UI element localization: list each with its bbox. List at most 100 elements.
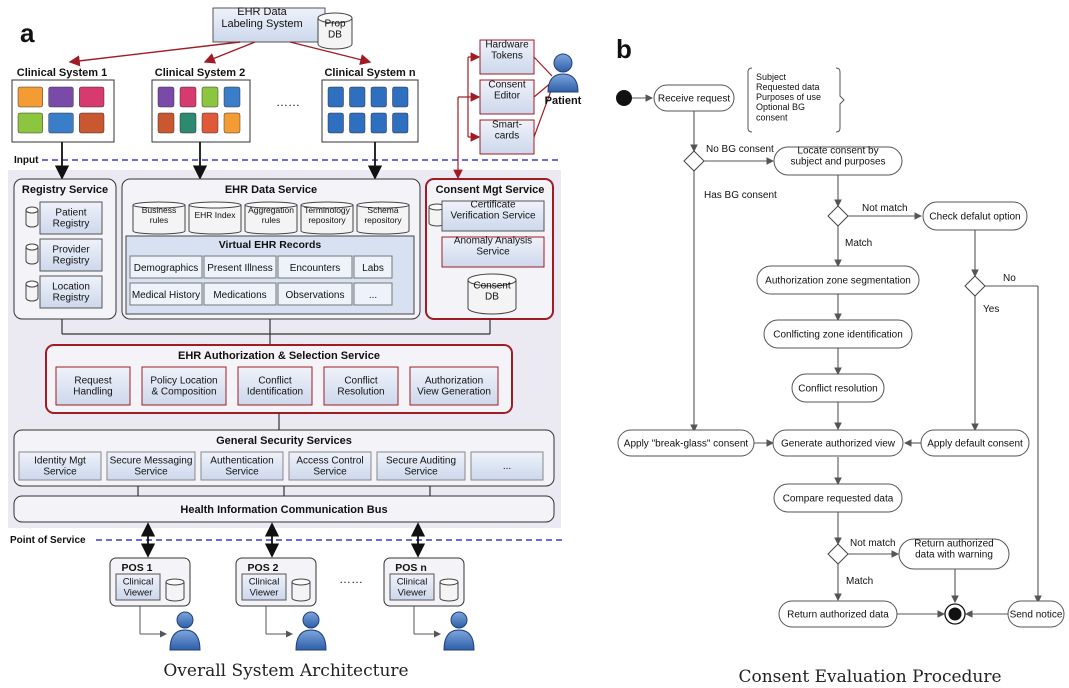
consent-mgt-title: Consent Mgt Service	[436, 184, 545, 196]
bus-label: Health Information Communication Bus	[180, 504, 387, 516]
app-tile-icon	[327, 112, 344, 134]
no-label: No	[1003, 273, 1016, 284]
repository-db-icon	[244, 201, 298, 235]
panel-b-caption: Consent Evaluation Procedure	[738, 667, 1001, 687]
conflict-resolution-node	[791, 373, 885, 403]
default-option-decision	[964, 275, 986, 297]
repository-db-icon	[356, 201, 410, 235]
app-tile-icon	[349, 112, 366, 134]
registry-db-icon	[25, 243, 39, 265]
end-node	[944, 603, 966, 625]
authorization-step-box	[323, 366, 399, 406]
panel-a-letter: a	[20, 18, 35, 48]
consent-match-decision	[827, 205, 849, 227]
return-authorized-node	[778, 600, 898, 628]
input-label: Input	[14, 155, 39, 166]
conflict-resolution-label: Conflict resolution	[798, 384, 877, 395]
patient-label: Patient	[545, 95, 582, 107]
receive-request-node	[653, 84, 735, 112]
pos-title: POS 1	[122, 562, 153, 574]
compare-match-decision	[827, 543, 849, 565]
panel-a-caption: Overall System Architecture	[163, 661, 408, 681]
registry-item-box	[39, 238, 103, 272]
app-tile-icon	[201, 112, 219, 134]
smart-cards-label: Smart-cards	[492, 119, 522, 141]
record-cell	[353, 282, 393, 306]
ehr-data-service-title: EHR Data Service	[225, 184, 317, 196]
labeling-arrows	[68, 41, 372, 67]
security-service-box	[106, 451, 196, 481]
app-tile-icon	[179, 112, 197, 134]
no-bg-consent-label: No BG consent	[706, 144, 774, 155]
app-tile-icon	[157, 86, 175, 108]
user-icon	[295, 611, 327, 651]
compare-requested-label: Compare requested data	[783, 494, 894, 505]
clinical-viewer-box	[389, 573, 435, 601]
registry-db-icon	[25, 206, 39, 228]
record-cell	[203, 282, 277, 306]
app-tile-icon	[392, 112, 409, 134]
record-label: Encounters	[290, 263, 341, 274]
security-service-box	[470, 451, 544, 481]
compare-requested-node	[773, 483, 903, 513]
app-tile-icon	[48, 112, 74, 134]
repository-db-icon	[188, 201, 242, 235]
apply-break-glass-label: Apply "break-glass" consent	[624, 439, 749, 450]
pos-db-icon	[165, 578, 185, 602]
locate-consent-node	[773, 146, 903, 176]
clinical-viewer-box	[115, 573, 161, 601]
app-tile-icon	[370, 112, 387, 134]
record-label: Present Illness	[207, 263, 273, 274]
pos-db-icon	[291, 578, 311, 602]
authorization-step: Policy Location& Composition	[150, 375, 217, 397]
authorization-title: EHR Authorization & Selection Service	[178, 350, 380, 362]
service-connectors	[61, 319, 491, 345]
clinical-systems-ellipsis: ……	[276, 95, 300, 109]
app-icon-grids	[17, 86, 409, 134]
bus-connectors	[137, 486, 431, 496]
decision-diamonds	[683, 150, 986, 565]
app-tile-icon	[392, 86, 409, 108]
security-service-box	[18, 451, 102, 481]
pos-ellipsis: ……	[339, 572, 363, 586]
input-arrows	[54, 142, 383, 180]
security-service-box	[288, 451, 372, 481]
apply-default-node	[920, 429, 1030, 457]
authorization-step-box	[141, 366, 227, 406]
user-icon	[169, 611, 201, 651]
registry-db-icon	[25, 280, 39, 302]
authorization-step-box	[237, 366, 313, 406]
has-bg-consent-label: Has BG consent	[704, 190, 777, 201]
prop-db-icon	[317, 12, 353, 50]
repository-label: EHR Index	[194, 210, 236, 220]
app-tile-icon	[79, 86, 105, 108]
user-icon	[443, 611, 475, 651]
pos-title: POS 2	[248, 562, 279, 574]
record-label: Medications	[213, 290, 266, 301]
record-cell	[277, 282, 353, 306]
app-tile-icon	[370, 86, 387, 108]
consent-db-icon	[467, 273, 517, 315]
virtual-ehr-title: Virtual EHR Records	[219, 239, 322, 251]
